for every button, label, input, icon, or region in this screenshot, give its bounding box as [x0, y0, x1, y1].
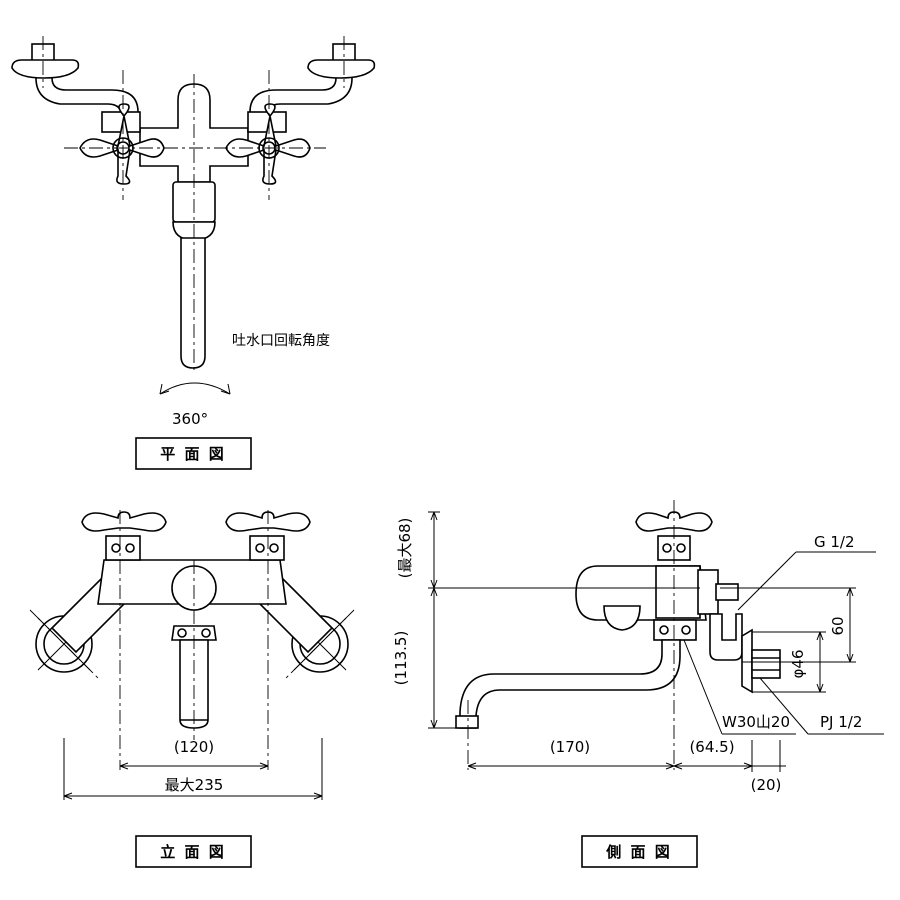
side-flange [741, 628, 753, 694]
side-view-title: 側 面 図 [605, 843, 671, 861]
side-dim-height: (113.5) [392, 631, 410, 686]
plan-right-handle [225, 103, 311, 185]
side-union-nut [697, 569, 719, 615]
rotation-arc [159, 382, 231, 395]
side-label-g-half: G 1/2 [814, 533, 855, 551]
rotation-label: 吐水口回転角度 [232, 333, 330, 349]
side-dim-64-5: (64.5) [689, 738, 734, 756]
side-label-pj: PJ 1/2 [820, 713, 862, 731]
front-view-title: 立 面 図 [160, 843, 225, 861]
plan-view-title: 平 面 図 [160, 445, 225, 463]
plan-spout [180, 237, 206, 369]
side-dim-20: (20) [751, 776, 782, 794]
side-inlet-pipe [709, 613, 743, 661]
plan-left-arm-inner [51, 77, 139, 113]
side-handle [635, 511, 713, 561]
side-label-nut: W30山20 [722, 713, 790, 731]
side-dim-60: 60 [829, 616, 847, 635]
side-dim-dia46: φ46 [789, 650, 807, 679]
plan-left-mount [11, 43, 80, 79]
side-spout [459, 639, 681, 729]
plan-right-arm-inner [249, 77, 337, 113]
front-view-title-box [135, 835, 252, 868]
front-left-valve [81, 511, 167, 561]
plan-left-handle [79, 103, 165, 185]
front-view: (120) 最大235 立 面 図 [29, 510, 355, 868]
plan-view-title-box [135, 437, 252, 470]
rotation-value: 360° [172, 410, 208, 428]
front-dim-center: (120) [174, 738, 214, 756]
plan-view: 吐水口回転角度 360° 平 面 図 [11, 36, 376, 470]
side-view-title-box [581, 835, 698, 868]
front-dim-max-width: 最大235 [165, 776, 224, 794]
side-dim-170: (170) [550, 738, 590, 756]
side-view: (最大68) (113.5) 60 φ46 G 1/2 W30山20 PJ 1/… [392, 500, 884, 868]
side-dim-max-height: (最大68) [396, 518, 414, 579]
plan-right-mount [307, 43, 376, 79]
